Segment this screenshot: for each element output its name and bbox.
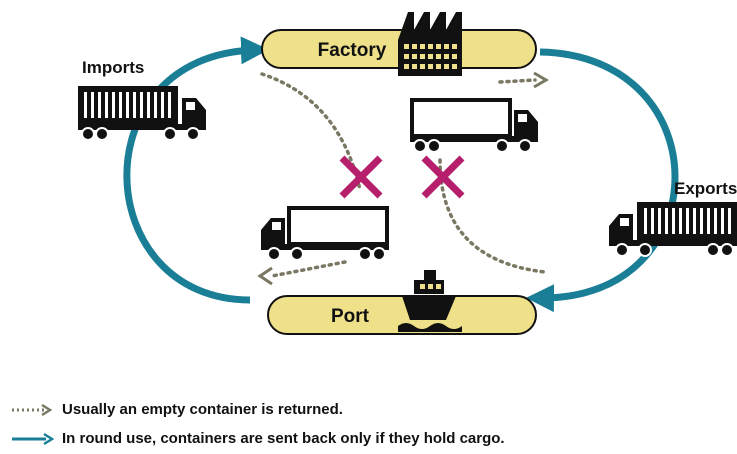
export-cycle-arrow (526, 48, 679, 313)
empty-truck-icon (408, 98, 540, 154)
dotted-arrow-port-left (270, 260, 347, 278)
dotted-arrow-factory-right (498, 78, 537, 84)
dotted-arrowhead-right (533, 71, 549, 89)
import-cycle-arrow (123, 36, 269, 304)
imports-label: Imports (82, 58, 144, 77)
legend-dotted: Usually an empty container is returned. (10, 401, 343, 418)
ship-icon (398, 270, 462, 332)
dotted-arrow-icon (12, 403, 53, 416)
dotted-arrowhead-left (257, 266, 273, 286)
legend-dotted-text: Usually an empty container is returned. (62, 401, 343, 418)
factory-label: Factory (318, 40, 387, 61)
port-label: Port (331, 306, 370, 327)
exports-label: Exports (674, 179, 737, 198)
empty-truck-icon (259, 206, 391, 262)
dotted-path-factory-left (260, 72, 362, 192)
legend-solid-text: In round use, containers are sent back o… (62, 430, 505, 447)
legend-solid: In round use, containers are sent back o… (10, 430, 505, 447)
loaded-truck-icon (608, 201, 737, 257)
dotted-path-port-right (438, 158, 547, 274)
solid-arrow-icon (12, 432, 54, 445)
cross-icon (421, 155, 465, 199)
cross-icon (339, 155, 383, 199)
factory-icon (398, 12, 462, 76)
loaded-truck-icon (77, 85, 207, 141)
